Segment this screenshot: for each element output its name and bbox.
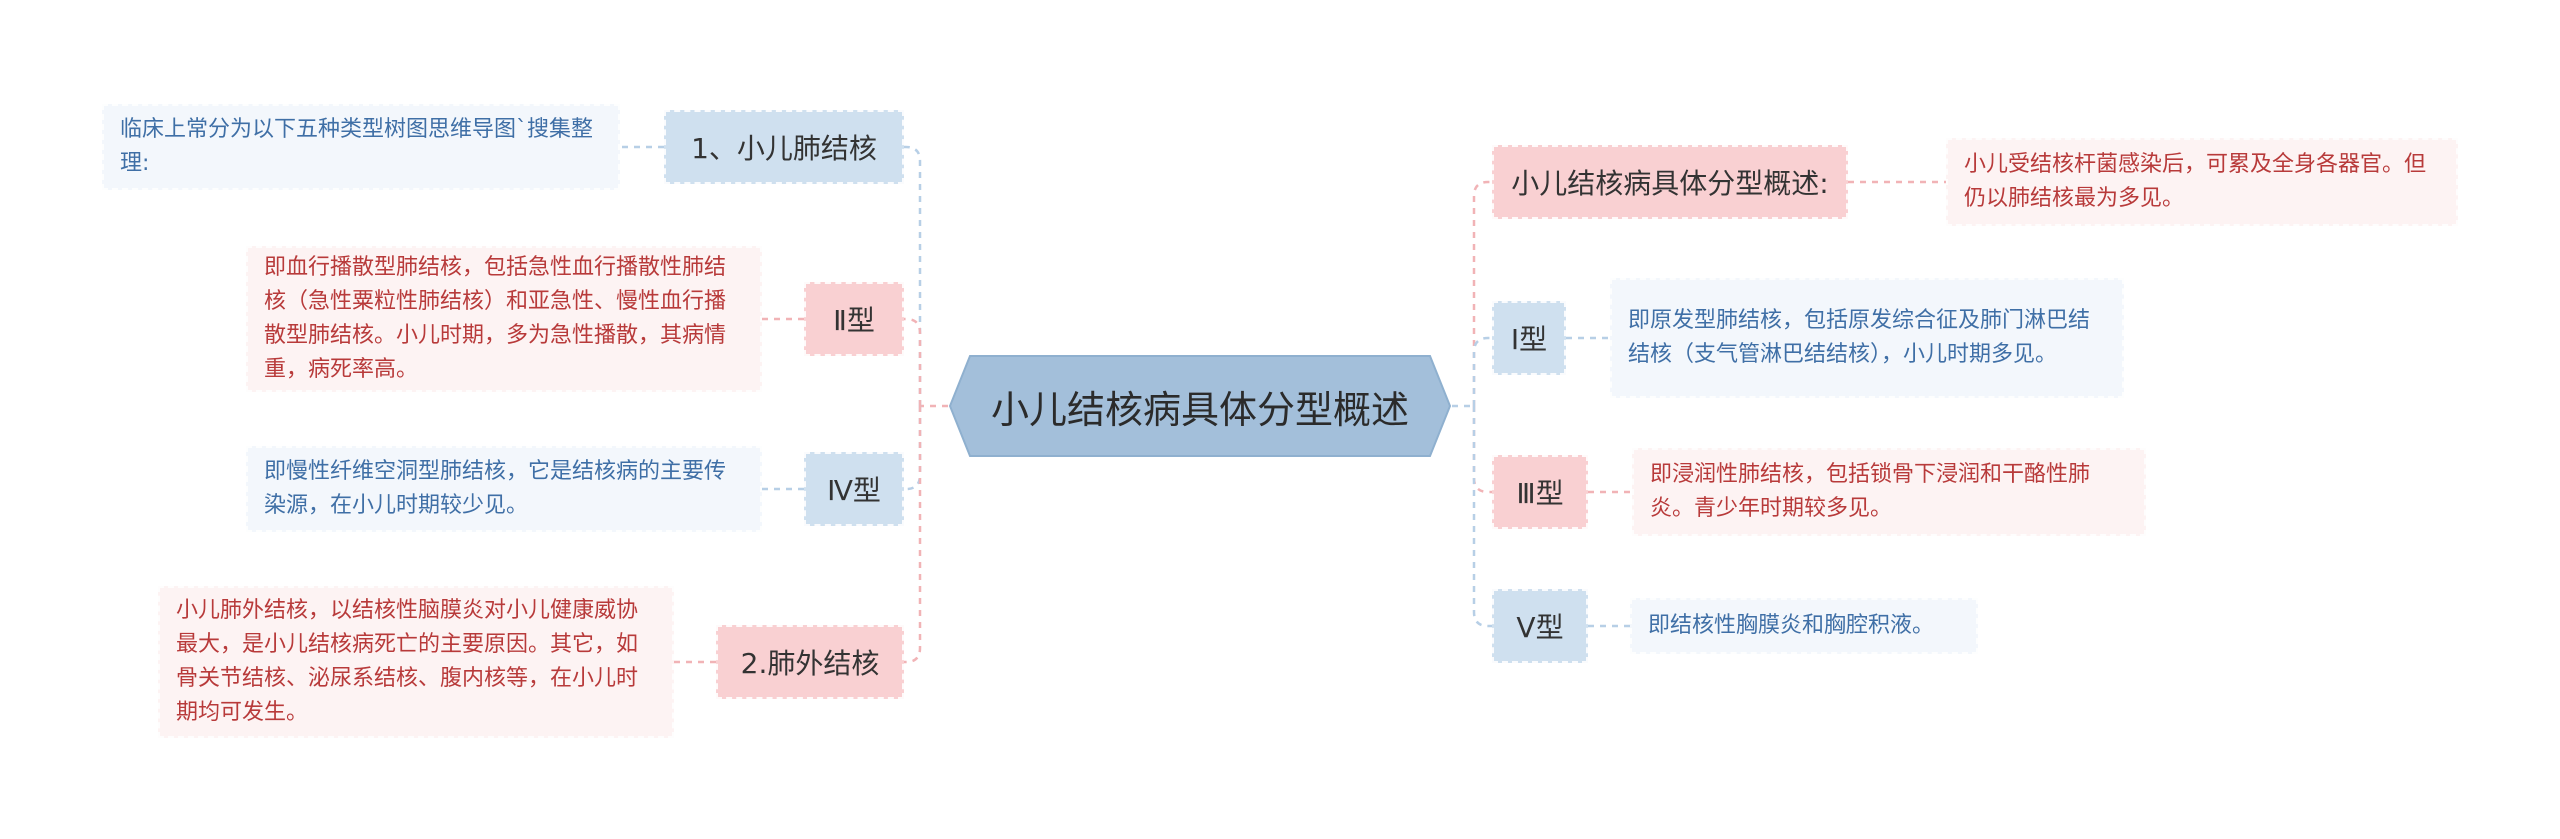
central-topic-label: 小儿结核病具体分型概述 (990, 387, 1409, 432)
note-text: 小儿肺外结核，以结核性脑膜炎对小儿健康威协最大，是小儿结核病死亡的主要原因。其它… (176, 598, 639, 725)
note-type-4[interactable]: 即慢性纤维空洞型肺结核，它是结核病的主要传染源，在小儿时期较少见。 (246, 446, 762, 532)
branch-label: Ⅳ型 (827, 474, 881, 507)
note-text: 即结核性胸膜炎和胸腔积液。 (1648, 613, 1935, 638)
branch-type-3[interactable]: Ⅲ型 (1492, 455, 1588, 529)
branch-type-5[interactable]: Ⅴ型 (1492, 589, 1588, 663)
note-classification-intro[interactable]: 临床上常分为以下五种类型树图思维导图`搜集整理: (102, 104, 620, 190)
branch-label: 小儿结核病具体分型概述: (1511, 167, 1829, 200)
note-type-5[interactable]: 即结核性胸膜炎和胸腔积液。 (1630, 598, 1978, 654)
note-text: 临床上常分为以下五种类型树图思维导图`搜集整理: (120, 117, 594, 176)
branch-label: Ⅱ型 (833, 304, 875, 337)
note-type-1[interactable]: 即原发型肺结核，包括原发综合征及肺门淋巴结结核（支气管淋巴结结核），小儿时期多见… (1610, 278, 2124, 398)
branch-label: I型 (1510, 323, 1548, 356)
note-type-3[interactable]: 即浸润性肺结核，包括锁骨下浸润和干酪性肺炎。青少年时期较多见。 (1632, 448, 2146, 536)
note-text: 即原发型肺结核，包括原发综合征及肺门淋巴结结核（支气管淋巴结结核），小儿时期多见… (1628, 308, 2091, 367)
note-text: 即血行播散型肺结核，包括急性血行播散性肺结核（急性粟粒性肺结核）和亚急性、慢性血… (264, 255, 727, 382)
branch-overview[interactable]: 小儿结核病具体分型概述: (1492, 145, 1848, 219)
branch-type-4[interactable]: Ⅳ型 (804, 452, 904, 526)
branch-label: 2.肺外结核 (740, 647, 880, 680)
branch-type-1[interactable]: I型 (1492, 301, 1566, 375)
note-overview[interactable]: 小儿受结核杆菌感染后，可累及全身各器官。但仍以肺结核最为多见。 (1946, 138, 2458, 226)
branch-label: 1、小儿肺结核 (691, 132, 877, 165)
note-text: 即慢性纤维空洞型肺结核，它是结核病的主要传染源，在小儿时期较少见。 (264, 459, 727, 518)
branch-extrapulmonary-tuberculosis[interactable]: 2.肺外结核 (716, 625, 904, 699)
central-topic[interactable]: 小儿结核病具体分型概述 (948, 354, 1452, 458)
note-type-2[interactable]: 即血行播散型肺结核，包括急性血行播散性肺结核（急性粟粒性肺结核）和亚急性、慢性血… (246, 246, 762, 392)
note-extrapulmonary[interactable]: 小儿肺外结核，以结核性脑膜炎对小儿健康威协最大，是小儿结核病死亡的主要原因。其它… (158, 586, 674, 738)
branch-type-2[interactable]: Ⅱ型 (804, 282, 904, 356)
note-text: 即浸润性肺结核，包括锁骨下浸润和干酪性肺炎。青少年时期较多见。 (1650, 462, 2091, 521)
branch-label: Ⅴ型 (1516, 611, 1564, 644)
note-text: 小儿受结核杆菌感染后，可累及全身各器官。但仍以肺结核最为多见。 (1964, 152, 2427, 211)
branch-child-tuberculosis[interactable]: 1、小儿肺结核 (664, 110, 904, 184)
central-topic-shape (948, 355, 1452, 457)
branch-label: Ⅲ型 (1516, 477, 1564, 510)
